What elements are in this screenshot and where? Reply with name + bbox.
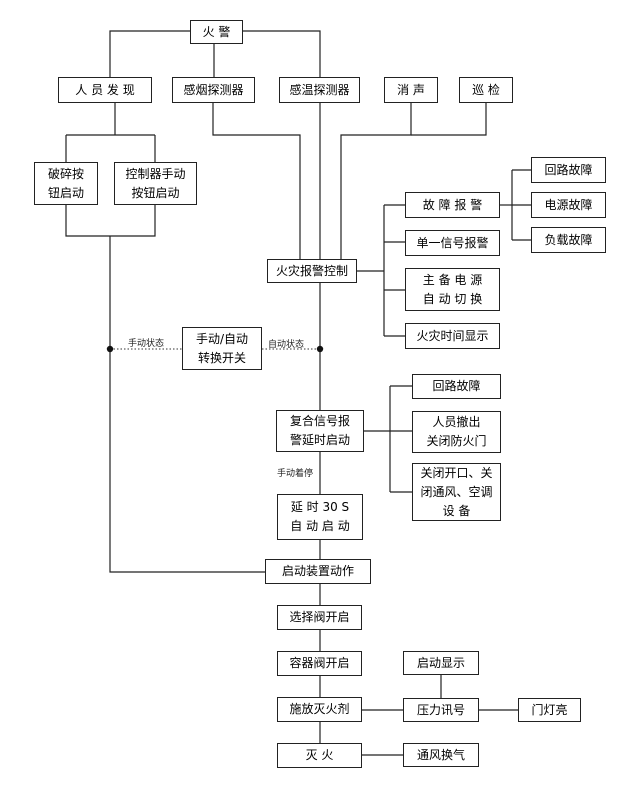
evacuate-close-doors-box: 人员撤出 关闭防火门	[412, 411, 501, 453]
main-backup-power-box: 主 备 电 源 自 动 切 换	[405, 268, 500, 311]
connector-line	[340, 103, 412, 259]
door-light-box: 门灯亮	[518, 698, 581, 722]
controller-manual-button-box: 控制器手动 按钮启动	[114, 162, 197, 205]
junction-dot	[316, 345, 324, 353]
break-glass-button-box: 破碎按 钮启动	[34, 162, 98, 205]
fire-time-display-box: 火灾时间显示	[405, 323, 500, 349]
connector-line	[109, 236, 265, 573]
manual-state-label: 手动状态	[128, 339, 165, 349]
connector-line	[65, 205, 156, 237]
heat-detector-box: 感温探测器	[279, 77, 360, 103]
fire-alarm-control-box: 火灾报警控制	[267, 259, 357, 283]
manual-stop-label: 手动着停	[277, 469, 314, 479]
fire-alarm-box: 火 警	[190, 20, 243, 44]
fault-alarm-box: 故 障 报 警	[405, 192, 500, 218]
single-signal-alarm-box: 单一信号报警	[405, 230, 500, 256]
junction-dot	[106, 345, 114, 353]
delay-30s-box: 延 时 30 S 自 动 启 动	[277, 494, 363, 540]
selector-valve-box: 选择阀开启	[277, 605, 362, 630]
composite-signal-delay-box: 复合信号报 警延时启动	[276, 410, 364, 452]
power-fault-box: 电源故障	[531, 192, 606, 218]
person-found-box: 人 员 发 现	[58, 77, 152, 103]
ventilation-box: 通风换气	[403, 743, 479, 767]
manual-auto-switch-box: 手动/自动 转换开关	[182, 327, 262, 370]
release-agent-box: 施放灭火剂	[277, 697, 362, 722]
start-device-box: 启动装置动作	[265, 559, 371, 584]
silence-box: 消 声	[384, 77, 438, 103]
pressure-signal-box: 压力讯号	[403, 698, 479, 722]
patrol-box: 巡 检	[459, 77, 513, 103]
smoke-detector-box: 感烟探测器	[172, 77, 255, 103]
loop-fault-box: 回路故障	[531, 157, 606, 183]
connector-line	[411, 103, 487, 136]
auto-state-label: 自动状态	[268, 340, 305, 350]
start-display-box: 启动显示	[403, 651, 479, 675]
container-valve-box: 容器阀开启	[277, 651, 362, 676]
close-openings-box: 关闭开口、关 闭通风、空调 设 备	[412, 463, 501, 521]
extinguish-box: 灭 火	[277, 743, 362, 768]
connector-line	[212, 103, 301, 259]
load-fault-box: 负载故障	[531, 227, 606, 253]
connector-line	[243, 30, 321, 77]
loop-fault-box-2: 回路故障	[412, 374, 501, 399]
connector-line	[109, 30, 190, 77]
